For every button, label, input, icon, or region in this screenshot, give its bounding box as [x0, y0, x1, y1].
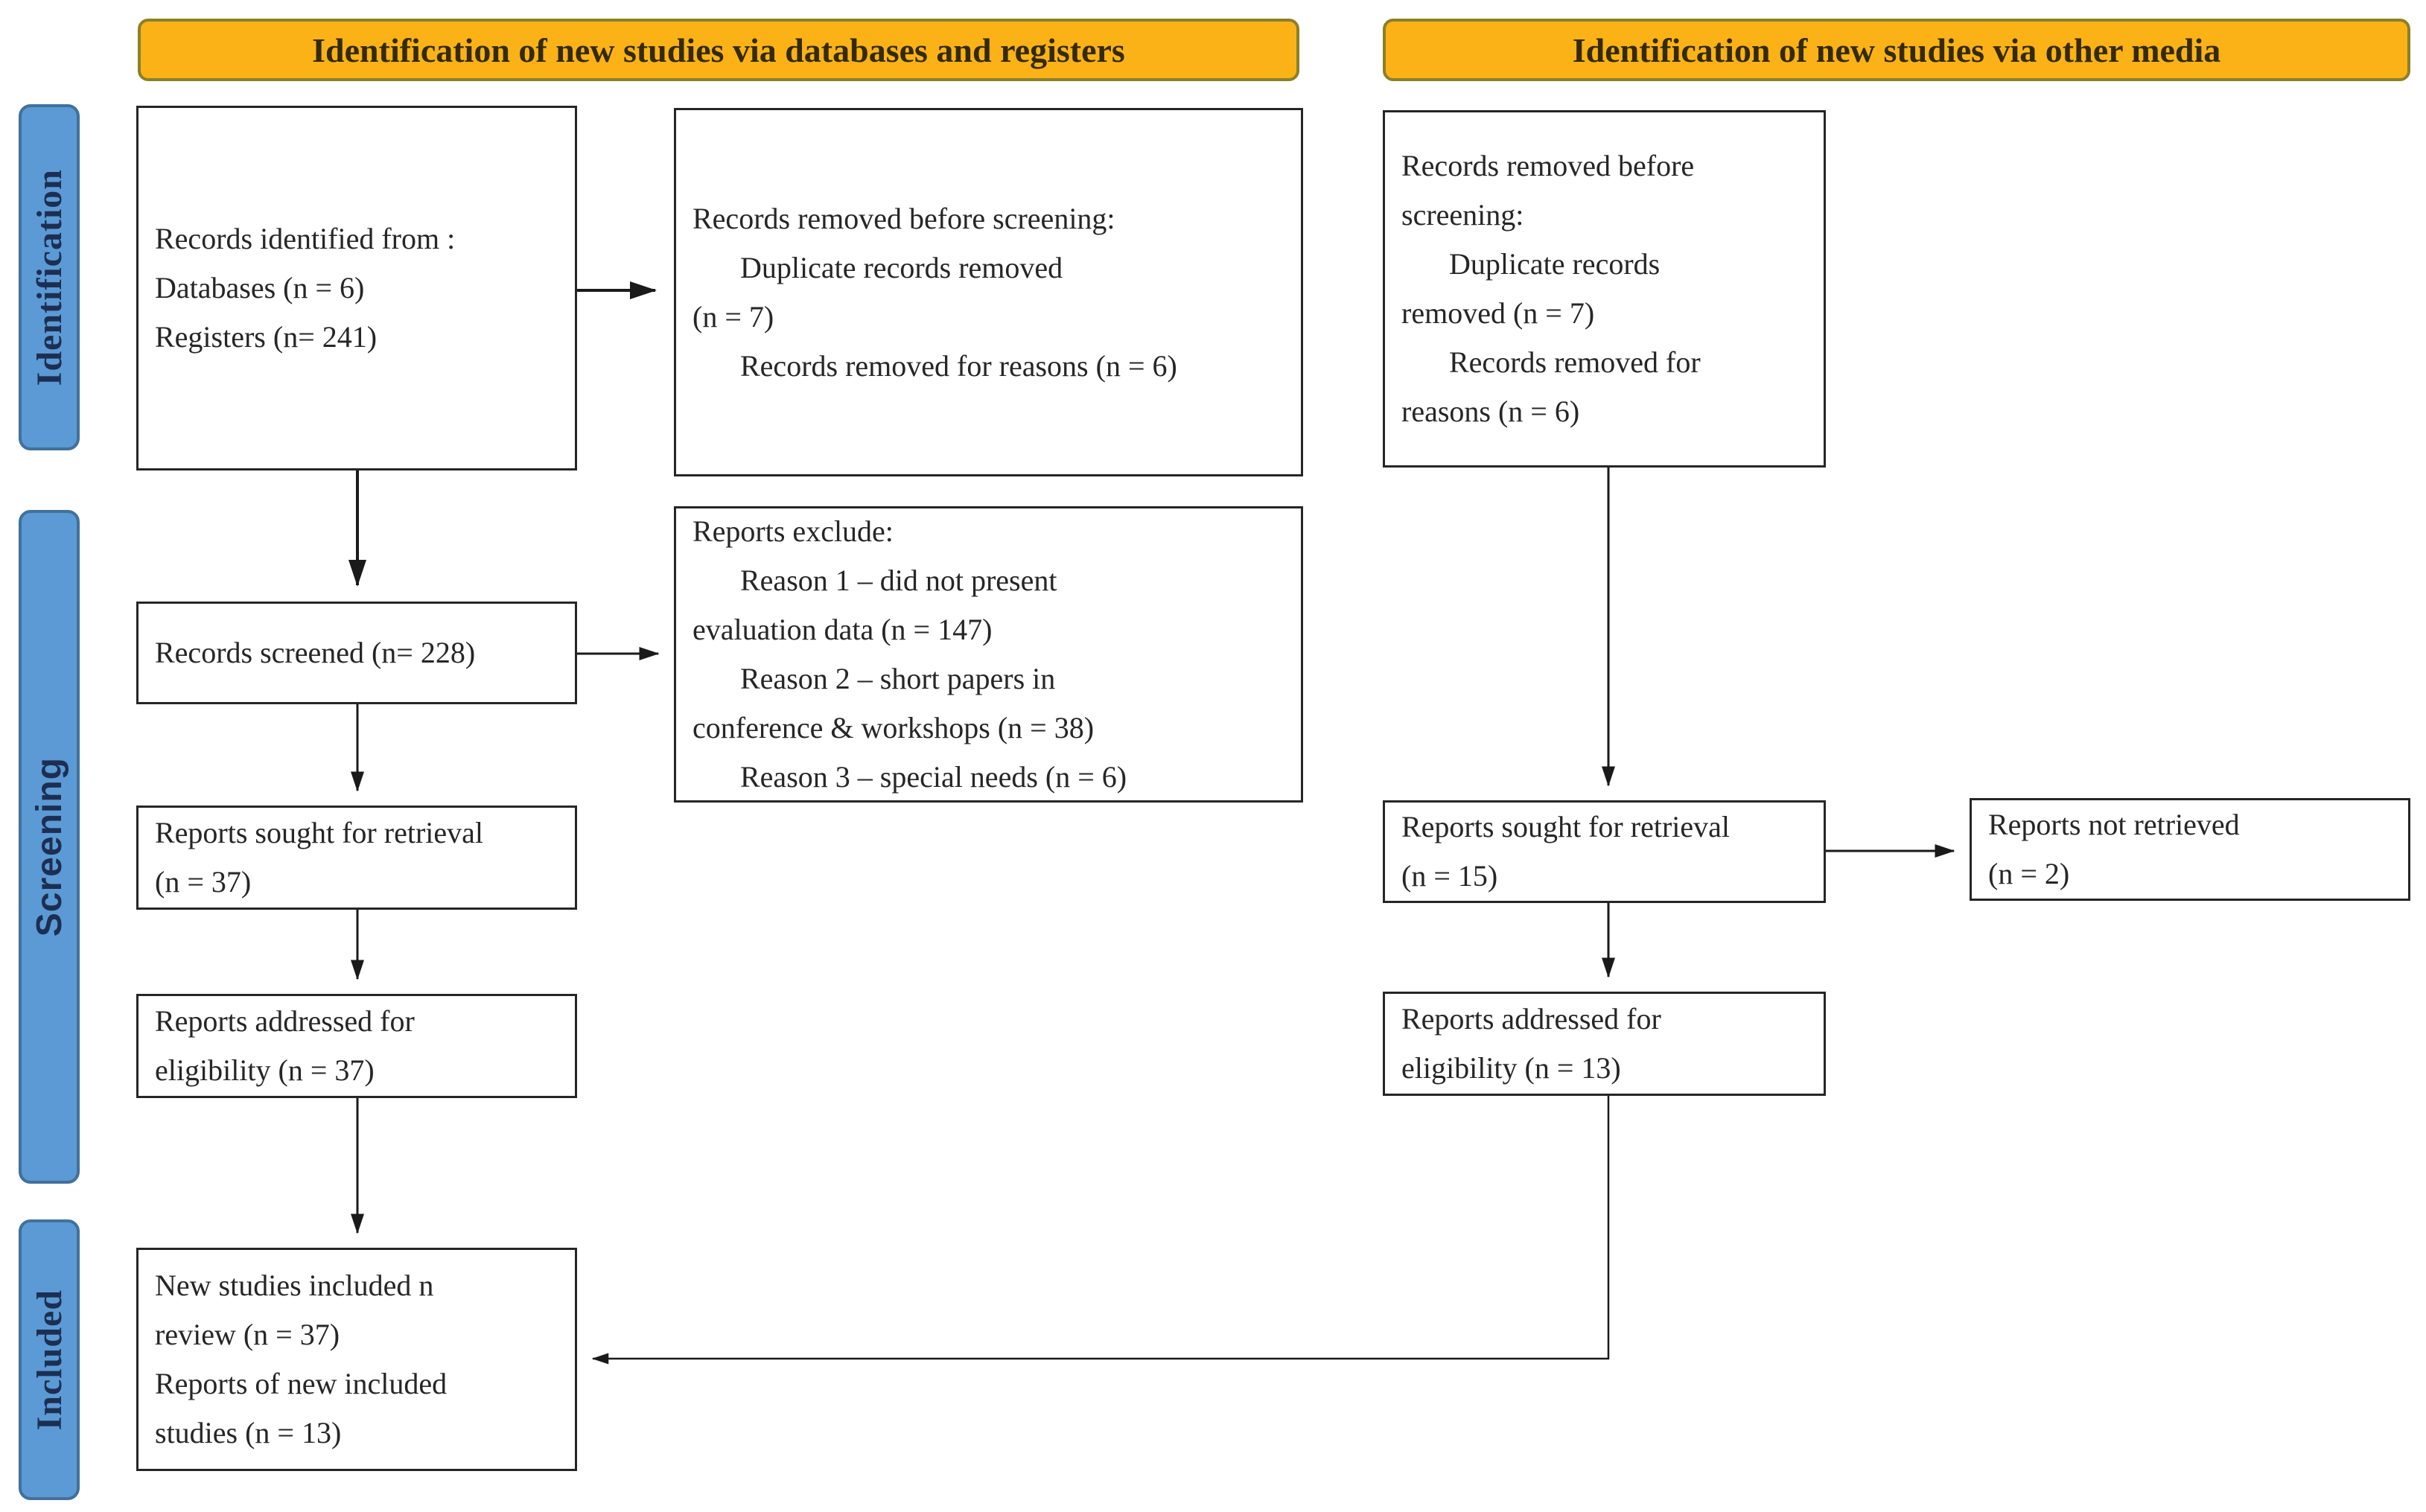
box-reports-excluded-line: Reason 1 – did not present: [740, 564, 1057, 597]
box-reports-addressed-left-line: Reports addressed for: [155, 1004, 415, 1038]
box-reports-addressed-left: Reports addressed for eligibility (n = 3…: [136, 994, 577, 1098]
header-databases-registers-label: Identification of new studies via databa…: [312, 31, 1125, 69]
box-records-identified-line: Databases (n = 6): [155, 271, 365, 304]
box-reports-excluded-line: Reports exclude:: [693, 514, 894, 548]
arrow-addressed-right-to-included: [591, 1096, 1610, 1365]
box-records-removed-left: Records removed before screening: Duplic…: [674, 108, 1303, 476]
box-reports-sought-left: Reports sought for retrieval (n = 37): [136, 806, 577, 910]
box-reports-sought-left-line: (n = 37): [155, 865, 252, 899]
box-reports-sought-right-line: Reports sought for retrieval: [1401, 810, 1730, 843]
box-reports-excluded-line: conference & workshops (n = 38): [693, 711, 1095, 744]
header-other-media: Identification of new studies via other …: [1383, 19, 2410, 81]
header-other-media-label: Identification of new studies via other …: [1572, 31, 2221, 69]
box-reports-addressed-right-line: eligibility (n = 13): [1401, 1051, 1621, 1085]
box-records-removed-right-line: Duplicate records: [1449, 247, 1661, 281]
box-records-removed-left-line: Duplicate records removed: [740, 250, 1063, 284]
box-reports-addressed-right: Reports addressed for eligibility (n = 1…: [1383, 992, 1826, 1096]
box-new-studies-included-line: Reports of new included: [155, 1367, 448, 1400]
box-records-removed-left-line: (n = 7): [693, 299, 774, 334]
box-records-screened-line: Records screened (n= 228): [155, 636, 476, 669]
box-records-identified-line: Records identified from :: [155, 222, 456, 255]
box-records-removed-right-line: removed (n = 7): [1401, 296, 1595, 330]
box-records-removed-right-line: Records removed before: [1401, 149, 1695, 182]
box-reports-addressed-left-line: eligibility (n = 37): [155, 1053, 375, 1087]
box-reports-sought-right: Reports sought for retrieval (n = 15): [1383, 800, 1826, 903]
box-records-removed-right: Records removed before screening: Duplic…: [1383, 110, 1826, 468]
box-reports-excluded-line: Reason 3 – special needs (n = 6): [740, 760, 1127, 794]
box-reports-not-retrieved: Reports not retrieved (n = 2): [1970, 798, 2410, 901]
box-reports-excluded-line: Reason 2 – short papers in: [740, 662, 1056, 695]
box-reports-not-retrieved-line: Reports not retrieved: [1988, 808, 2240, 841]
box-new-studies-included: New studies included n review (n = 37) R…: [136, 1248, 577, 1471]
box-new-studies-included-line: New studies included n: [155, 1269, 434, 1302]
header-databases-registers: Identification of new studies via databa…: [138, 19, 1299, 81]
box-reports-addressed-right-line: Reports addressed for: [1401, 1002, 1661, 1036]
box-records-identified: Records identified from : Databases (n =…: [136, 106, 577, 470]
stage-identification-label: Identification: [29, 168, 69, 386]
box-reports-sought-right-line: (n = 15): [1401, 859, 1498, 893]
stage-screening: Screening: [19, 510, 80, 1184]
box-reports-not-retrieved-line: (n = 2): [1988, 857, 2070, 890]
box-records-removed-right-line: Records removed for: [1449, 345, 1701, 379]
stage-screening-label: Screening: [29, 756, 69, 937]
box-new-studies-included-line: studies (n = 13): [155, 1416, 342, 1449]
box-reports-excluded-line: evaluation data (n = 147): [693, 613, 993, 646]
box-records-identified-line: Registers (n= 241): [155, 320, 378, 354]
box-records-removed-right-line: reasons (n = 6): [1401, 395, 1580, 428]
box-records-removed-left-line: Records removed for reasons (n = 6): [740, 348, 1177, 383]
box-new-studies-included-line: review (n = 37): [155, 1318, 340, 1351]
box-records-screened: Records screened (n= 228): [136, 602, 577, 704]
stage-identification: Identification: [19, 104, 80, 450]
stage-included: Included: [19, 1219, 80, 1500]
box-reports-excluded: Reports exclude: Reason 1 – did not pres…: [674, 506, 1303, 803]
box-records-removed-left-line: Records removed before screening:: [693, 201, 1115, 235]
box-reports-sought-left-line: Reports sought for retrieval: [155, 816, 483, 849]
stage-included-label: Included: [29, 1289, 69, 1431]
box-records-removed-right-line: screening:: [1401, 198, 1524, 232]
